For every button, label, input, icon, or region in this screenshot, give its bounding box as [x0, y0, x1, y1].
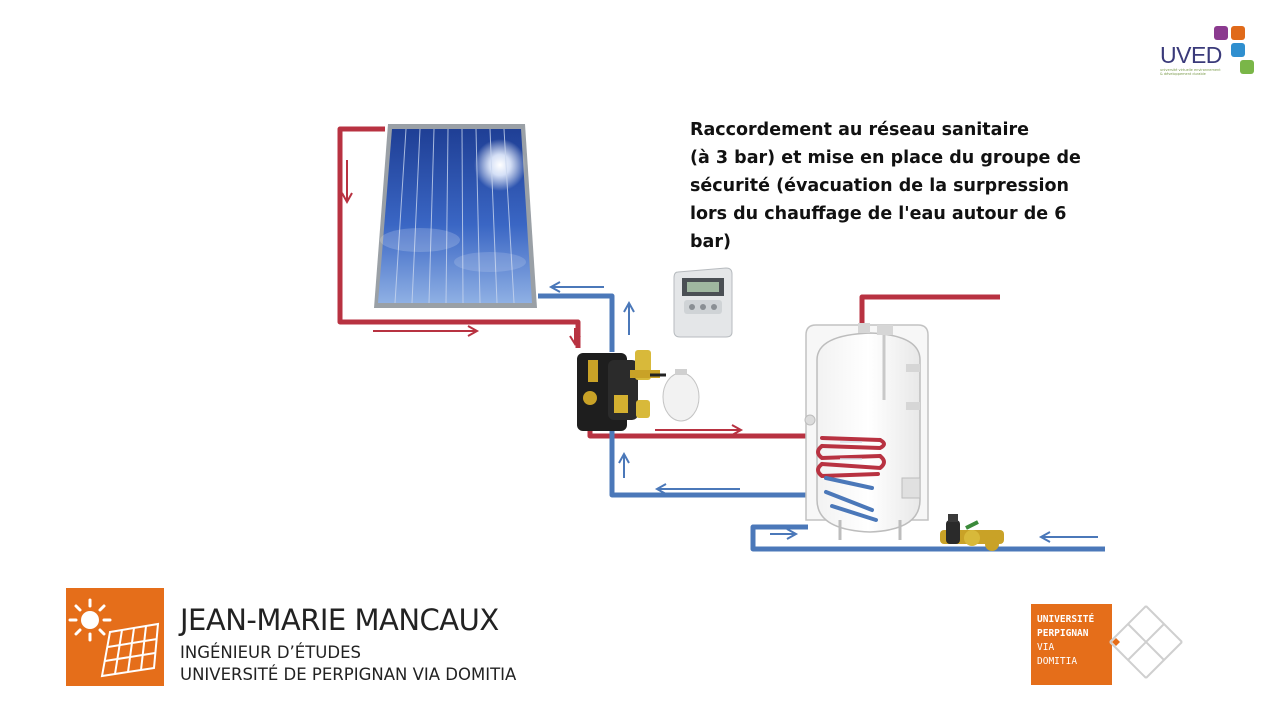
- solar-author-logo-icon: [66, 588, 164, 686]
- caption-line: Raccordement au réseau sanitaire: [690, 120, 1029, 140]
- controller-icon: [673, 267, 733, 338]
- cold-pipes: [538, 293, 1105, 552]
- panel-hot-outlet-pipe: [337, 126, 581, 348]
- description-caption: Raccordement au réseau sanitaire (à 3 ba…: [690, 116, 1090, 256]
- upvd-line: PERPIGNAN: [1037, 628, 1089, 639]
- uved-square-purple: [1214, 26, 1228, 40]
- author-institution: UNIVERSITÉ DE PERPIGNAN VIA DOMITIA: [180, 665, 517, 684]
- uved-tagline-line: & développement durable: [1160, 72, 1206, 76]
- upvd-logo: UNIVERSITÉ PERPIGNAN VIA DOMITIA: [1031, 604, 1112, 685]
- upvd-line: UNIVERSITÉ: [1037, 614, 1095, 625]
- panel-return-pipe: [538, 293, 615, 352]
- upvd-diamond-pattern-icon: [1109, 605, 1183, 679]
- expansion-vessel-icon: [662, 369, 700, 422]
- uved-logo: UVED université virtuelle environnement …: [1160, 24, 1260, 84]
- uved-tagline: université virtuelle environnement & dév…: [1160, 68, 1250, 76]
- uved-brand: UVED: [1160, 42, 1222, 68]
- tank-return-pipe: [609, 430, 808, 498]
- uved-square-blue: [1231, 43, 1245, 57]
- author-role: INGÉNIEUR D’ÉTUDES: [180, 643, 361, 662]
- flow-arrows: [341, 160, 1098, 543]
- upvd-line: DOMITIA: [1037, 656, 1078, 667]
- caption-line: bar): [690, 232, 731, 252]
- upvd-line: VIA: [1037, 642, 1055, 653]
- caption-line: sécurité (évacuation de la surpression: [690, 176, 1069, 196]
- hot-water-tank-icon: [804, 323, 929, 540]
- caption-line: lors du chauffage de l'eau autour de 6: [690, 204, 1067, 224]
- uved-square-orange: [1231, 26, 1245, 40]
- pump-station-icon: [577, 350, 666, 431]
- safety-group-icon: [940, 514, 1004, 551]
- solar-panel-icon: [374, 124, 537, 308]
- hot-coil: [816, 436, 886, 479]
- domestic-hot-water-pipe: [859, 294, 1000, 330]
- caption-line: (à 3 bar) et mise en place du groupe de: [690, 148, 1081, 168]
- uved-tagline-line: université virtuelle environnement: [1160, 68, 1221, 72]
- cold-inlet-pipe: [750, 524, 1105, 552]
- author-name: JEAN-MARIE MANCAUX: [180, 603, 499, 637]
- uved-square-green: [1240, 60, 1254, 74]
